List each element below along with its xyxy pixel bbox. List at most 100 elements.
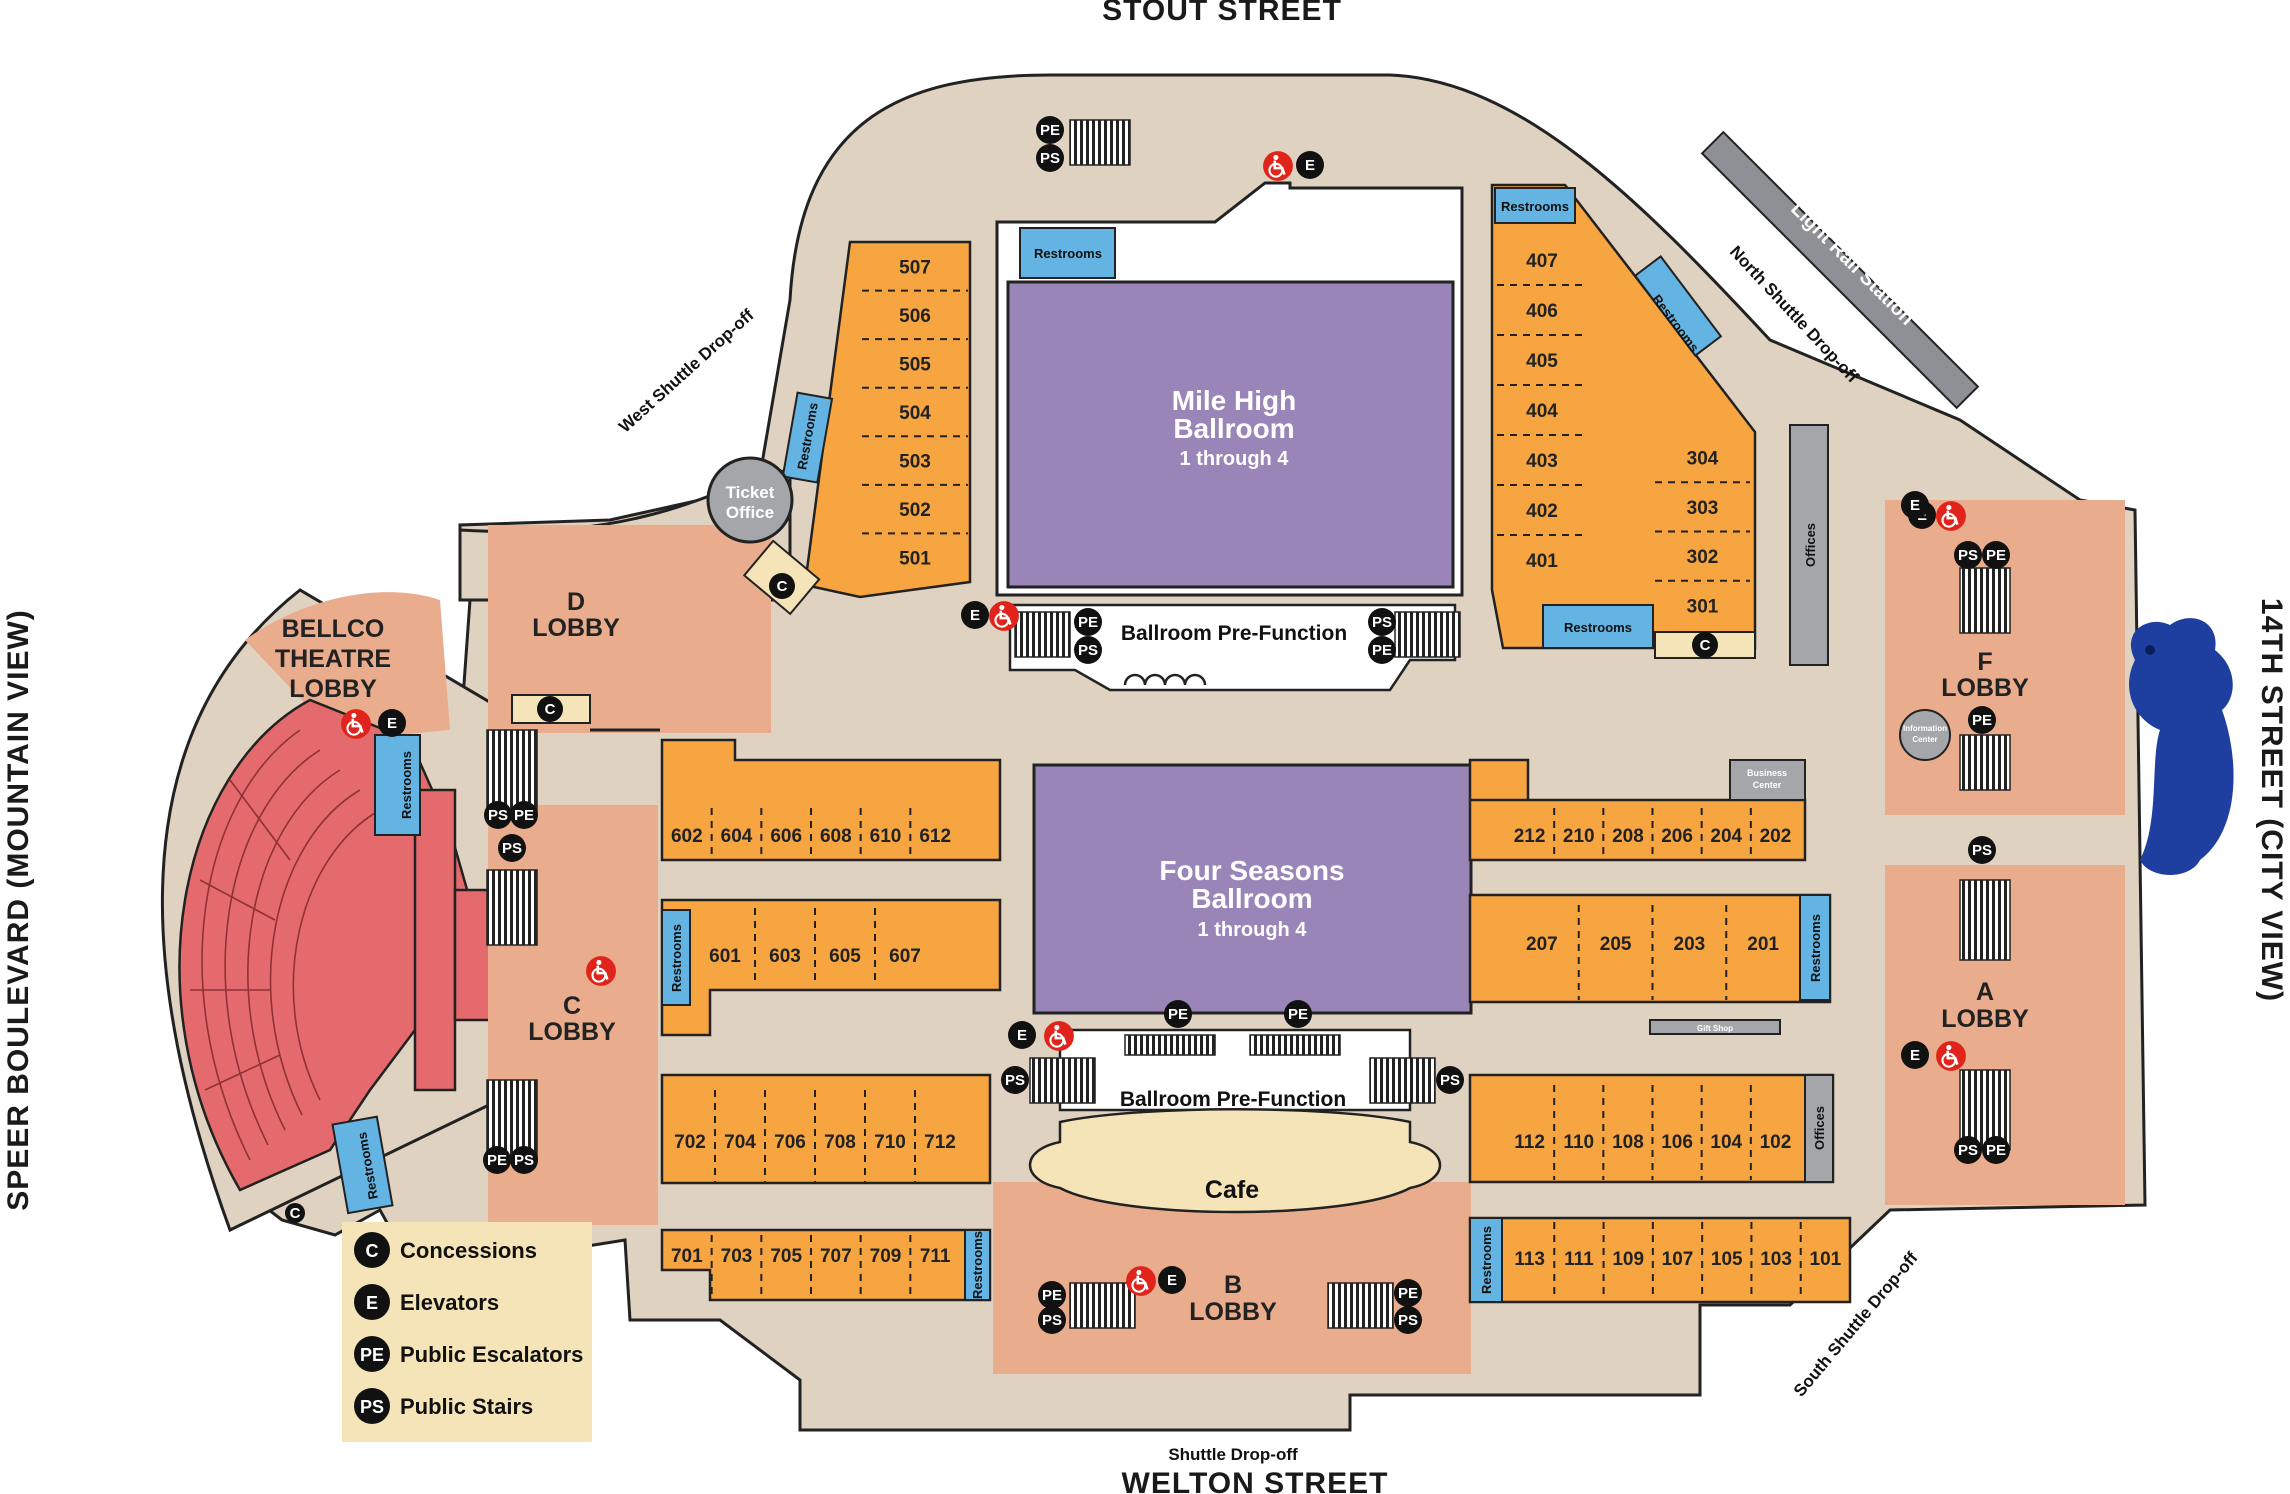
ticket-office[interactable]	[706, 456, 794, 544]
room-711[interactable]: 711	[920, 1246, 951, 1267]
room-111[interactable]: 111	[1564, 1249, 1594, 1270]
svg-text:PS: PS	[1958, 547, 1978, 564]
rooms-200b: 207 205 203 201	[1526, 905, 1779, 1000]
rooms-100a: 112 110 108 106 104 102	[1514, 1085, 1791, 1180]
badge-pe: PE	[1368, 636, 1396, 664]
restroom-200-label: Restrooms	[1808, 914, 1823, 982]
business-center-line1: Business	[1747, 768, 1787, 778]
lobby-b-area	[993, 1182, 1471, 1374]
room-110[interactable]: 110	[1563, 1132, 1594, 1153]
room-103[interactable]: 103	[1760, 1249, 1792, 1270]
bellco-theatre-lobby-area	[245, 592, 450, 740]
lobby-f-line1: F	[1977, 648, 1992, 676]
information-center[interactable]	[1899, 709, 1951, 761]
room-503[interactable]: 503	[899, 452, 931, 473]
room-210[interactable]: 210	[1563, 826, 1595, 847]
room-604[interactable]: 604	[721, 826, 753, 847]
room-113[interactable]: 113	[1514, 1249, 1545, 1270]
lobby-d-line2: LOBBY	[532, 614, 620, 642]
room-104[interactable]: 104	[1710, 1132, 1742, 1153]
room-403[interactable]: 403	[1526, 451, 1558, 472]
stairs-graphic	[1959, 734, 2011, 791]
room-608[interactable]: 608	[820, 826, 852, 847]
restroom-theatre-south	[331, 1115, 394, 1215]
blue-bear-sculpture	[2129, 618, 2234, 875]
accessible-icon	[1935, 500, 1967, 532]
room-707[interactable]: 707	[820, 1246, 852, 1267]
room-606[interactable]: 606	[770, 826, 802, 847]
room-204[interactable]: 204	[1710, 826, 1742, 847]
room-303[interactable]: 303	[1687, 498, 1719, 519]
dropoff-west: West Shuttle Drop-off	[615, 305, 758, 436]
room-203[interactable]: 203	[1674, 934, 1706, 955]
room-610[interactable]: 610	[870, 826, 902, 847]
stairs-graphic	[486, 729, 538, 813]
svg-text:PE: PE	[1042, 1287, 1062, 1304]
room-605[interactable]: 605	[829, 946, 861, 967]
accessible-icon	[1262, 150, 1294, 182]
room-105[interactable]: 105	[1711, 1249, 1743, 1270]
room-607[interactable]: 607	[889, 946, 921, 967]
room-506[interactable]: 506	[899, 306, 931, 327]
room-207[interactable]: 207	[1526, 934, 1558, 955]
stairs-graphic	[1014, 611, 1071, 658]
mile-high-ballroom[interactable]	[1006, 280, 1455, 589]
offices-north-label: Offices	[1803, 523, 1818, 567]
room-301[interactable]: 301	[1687, 596, 1719, 617]
restroom-500	[781, 391, 834, 484]
room-107[interactable]: 107	[1662, 1249, 1694, 1270]
room-401[interactable]: 401	[1526, 551, 1558, 572]
svg-text:PS: PS	[1440, 1072, 1460, 1089]
legend-badge	[354, 1336, 390, 1372]
room-706[interactable]: 706	[774, 1132, 806, 1153]
room-106[interactable]: 106	[1661, 1132, 1693, 1153]
room-304[interactable]: 304	[1687, 449, 1719, 470]
svg-text:E: E	[1910, 497, 1920, 514]
room-701[interactable]: 701	[671, 1246, 703, 1267]
badge-pe: PE	[1036, 116, 1064, 144]
room-406[interactable]: 406	[1526, 301, 1558, 322]
room-601[interactable]: 601	[709, 946, 741, 967]
room-710[interactable]: 710	[874, 1132, 906, 1153]
room-212[interactable]: 212	[1514, 826, 1546, 847]
restroom-200	[1799, 894, 1831, 1001]
room-109[interactable]: 109	[1612, 1249, 1644, 1270]
room-505[interactable]: 505	[899, 354, 931, 375]
room-502[interactable]: 502	[899, 500, 931, 521]
badge-pe: PE	[1164, 1000, 1192, 1028]
room-302[interactable]: 302	[1687, 547, 1719, 568]
svg-text:E: E	[970, 607, 980, 624]
room-102[interactable]: 102	[1760, 1132, 1792, 1153]
room-208[interactable]: 208	[1612, 826, 1644, 847]
room-402[interactable]: 402	[1526, 501, 1558, 522]
restroom-600	[661, 909, 691, 1006]
room-504[interactable]: 504	[899, 403, 931, 424]
room-703[interactable]: 703	[721, 1246, 753, 1267]
prefunction-north-label: Ballroom Pre-Function	[1121, 622, 1347, 645]
room-612[interactable]: 612	[919, 826, 951, 847]
room-603[interactable]: 603	[769, 946, 801, 967]
badge-c: C	[1692, 632, 1718, 658]
four-seasons-ballroom[interactable]	[1032, 763, 1473, 1015]
cafe[interactable]	[1028, 1108, 1442, 1214]
room-407[interactable]: 407	[1526, 251, 1558, 272]
room-602[interactable]: 602	[671, 826, 703, 847]
room-108[interactable]: 108	[1612, 1132, 1644, 1153]
room-405[interactable]: 405	[1526, 351, 1558, 372]
room-201[interactable]: 201	[1747, 934, 1779, 955]
room-702[interactable]: 702	[674, 1132, 706, 1153]
room-101[interactable]: 101	[1810, 1249, 1842, 1270]
room-708[interactable]: 708	[824, 1132, 856, 1153]
room-705[interactable]: 705	[770, 1246, 802, 1267]
room-206[interactable]: 206	[1661, 826, 1693, 847]
room-205[interactable]: 205	[1600, 934, 1632, 955]
room-507[interactable]: 507	[899, 257, 931, 278]
room-712[interactable]: 712	[924, 1132, 956, 1153]
room-404[interactable]: 404	[1526, 401, 1558, 422]
svg-text:PS: PS	[514, 1152, 534, 1169]
room-501[interactable]: 501	[899, 549, 931, 570]
room-709[interactable]: 709	[870, 1246, 902, 1267]
room-202[interactable]: 202	[1760, 826, 1792, 847]
room-704[interactable]: 704	[724, 1132, 756, 1153]
room-112[interactable]: 112	[1514, 1132, 1545, 1153]
